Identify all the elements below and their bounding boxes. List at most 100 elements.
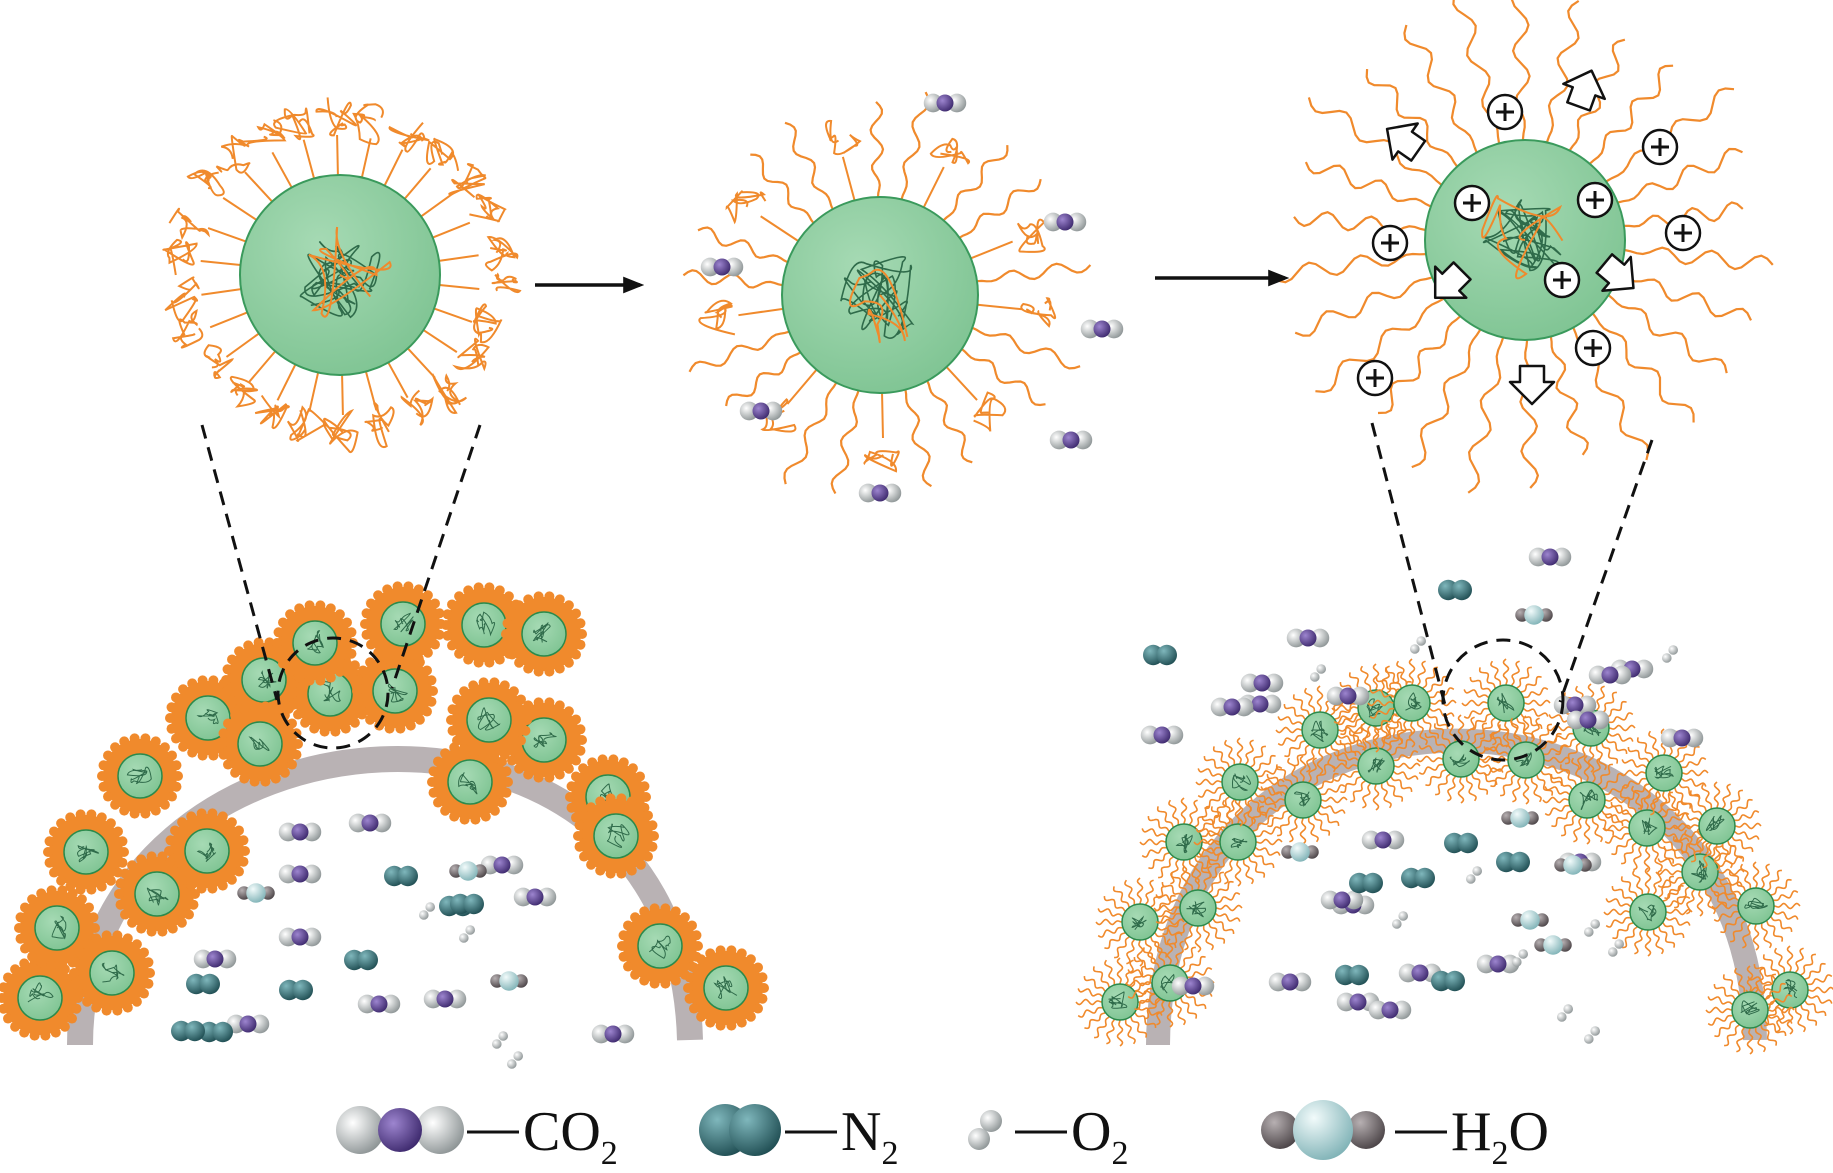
brush-blob bbox=[115, 899, 126, 910]
brush-chain bbox=[1334, 702, 1356, 721]
co2-molecule-icon bbox=[513, 887, 557, 907]
brush-blob bbox=[167, 923, 178, 934]
brush-chain bbox=[1804, 1000, 1827, 1016]
brush-chain bbox=[1664, 916, 1691, 926]
carbon-atom bbox=[291, 865, 309, 883]
oxygen-atom bbox=[1049, 430, 1069, 450]
brush-chain bbox=[1727, 789, 1743, 812]
brush-blob bbox=[173, 771, 183, 781]
brush-blob bbox=[105, 875, 116, 886]
brush-chain bbox=[1530, 717, 1540, 744]
brush-blob bbox=[140, 733, 151, 744]
brush-chain bbox=[1681, 835, 1703, 854]
brush-chain bbox=[1447, 775, 1457, 802]
brush-blob bbox=[566, 802, 577, 813]
brush-chain bbox=[1116, 957, 1124, 985]
brush-blob bbox=[197, 675, 208, 686]
brush-chain bbox=[1601, 691, 1617, 714]
brush-chain bbox=[1632, 869, 1644, 895]
core-brush-tangle bbox=[308, 226, 392, 318]
brush-chain bbox=[1628, 782, 1650, 801]
core-tangle bbox=[1294, 791, 1311, 808]
brush-blob bbox=[223, 718, 234, 729]
brush-blob bbox=[522, 715, 532, 725]
brush-blob bbox=[197, 750, 208, 761]
brush-blob bbox=[623, 920, 634, 931]
oxygen-atom bbox=[1290, 842, 1310, 862]
brush-blob bbox=[120, 909, 131, 920]
brush-chain bbox=[1075, 998, 1103, 1006]
brush-blob bbox=[129, 733, 140, 744]
brush-blob bbox=[726, 1020, 737, 1031]
brush-blob bbox=[683, 983, 693, 993]
oxygen-atom bbox=[1067, 212, 1087, 232]
brush-chain bbox=[1097, 908, 1124, 918]
brush-chain bbox=[1155, 912, 1181, 924]
brush-chain bbox=[1760, 863, 1770, 890]
brush-chain bbox=[1084, 1011, 1106, 1030]
extended-polymer-chain bbox=[783, 382, 838, 485]
brush-blob bbox=[563, 600, 574, 611]
brush-chain bbox=[1658, 875, 1674, 898]
polymer-stem bbox=[383, 149, 404, 186]
brush-chain bbox=[1719, 880, 1742, 896]
brush-chain bbox=[1664, 881, 1686, 900]
brush-chain bbox=[1424, 733, 1447, 749]
extended-polymer-chain bbox=[971, 326, 1081, 370]
oxygen-atom bbox=[537, 887, 557, 907]
brush-blob bbox=[597, 754, 608, 765]
core-tangle bbox=[606, 823, 630, 848]
n2-molecule-icon bbox=[1401, 867, 1436, 889]
brush-chain bbox=[1168, 799, 1180, 825]
brush-chain bbox=[1483, 764, 1509, 776]
brush-chain bbox=[1104, 931, 1126, 950]
brush-blob bbox=[501, 766, 512, 777]
oxygen-atom bbox=[1614, 939, 1624, 949]
brush-chain bbox=[1734, 967, 1746, 993]
core-tangle bbox=[1449, 753, 1470, 768]
brush-blob bbox=[239, 704, 250, 715]
oxygen-atom bbox=[1590, 710, 1610, 730]
brush-blob bbox=[501, 787, 512, 798]
brush-chain bbox=[1287, 757, 1299, 783]
oxygen-atom bbox=[1608, 947, 1618, 957]
brush-chain bbox=[1155, 894, 1182, 904]
brush-blob bbox=[684, 993, 695, 1004]
brush-chain bbox=[1416, 660, 1426, 687]
brush-blob bbox=[150, 736, 161, 747]
nitrogen-atom bbox=[212, 1021, 233, 1043]
brush-chain bbox=[1385, 780, 1404, 802]
coiled-polymer-chain bbox=[229, 375, 258, 408]
brush-blob bbox=[478, 752, 489, 763]
brush-blob bbox=[287, 689, 297, 699]
brush-blob bbox=[554, 594, 565, 605]
core-tangle bbox=[1405, 692, 1422, 711]
polymer-stem bbox=[308, 372, 320, 412]
brush-blob bbox=[122, 1002, 133, 1013]
brush-blob bbox=[253, 637, 264, 648]
brush-blob bbox=[752, 1003, 763, 1014]
oxygen-atom bbox=[1392, 919, 1402, 929]
brush-blob bbox=[422, 647, 433, 658]
brush-blob bbox=[575, 618, 586, 629]
polymer-stem bbox=[209, 311, 248, 329]
extended-polymer-chain bbox=[1607, 294, 1728, 374]
brush-blob bbox=[293, 709, 304, 720]
brush-chain bbox=[1713, 781, 1721, 809]
brush-chain bbox=[1127, 987, 1153, 999]
polymer-stem bbox=[977, 303, 1023, 311]
brush-blob bbox=[428, 787, 439, 798]
brush-blob bbox=[44, 857, 55, 868]
brush-blob bbox=[715, 945, 726, 956]
brush-chain bbox=[1158, 856, 1174, 879]
membrane-particle bbox=[1416, 714, 1506, 804]
brush-blob bbox=[278, 658, 289, 669]
brush-chain bbox=[1236, 799, 1244, 827]
core-tangle bbox=[1131, 915, 1147, 931]
brush-blob bbox=[10, 1021, 21, 1032]
brush-blob bbox=[395, 723, 406, 734]
carbon-atom bbox=[436, 990, 454, 1008]
core-tangle bbox=[1740, 1000, 1760, 1016]
membrane-particle bbox=[352, 648, 438, 734]
